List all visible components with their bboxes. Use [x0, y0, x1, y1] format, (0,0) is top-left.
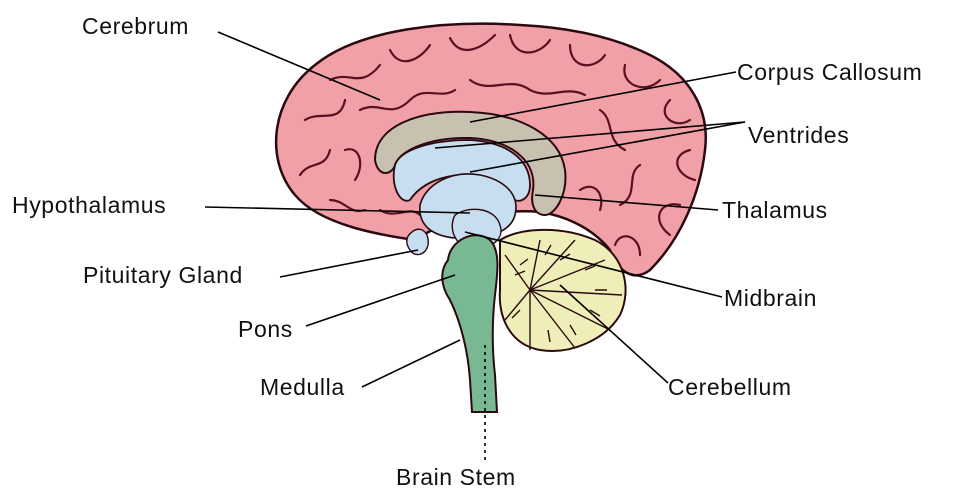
label-cerebrum: Cerebrum [82, 13, 189, 39]
label-thalamus: Thalamus [722, 197, 828, 223]
label-corpus-callosum: Corpus Callosum [737, 59, 922, 85]
label-brain-stem: Brain Stem [396, 464, 516, 490]
label-ventricles: Ventrides [748, 122, 849, 148]
label-midbrain: Midbrain [724, 285, 817, 311]
label-hypothalamus: Hypothalamus [12, 192, 166, 218]
label-pituitary-gland: Pituitary Gland [83, 262, 243, 288]
brainstem-region [442, 235, 497, 412]
label-medulla: Medulla [260, 374, 345, 400]
label-cerebellum: Cerebellum [668, 374, 792, 400]
label-pons: Pons [238, 316, 293, 342]
